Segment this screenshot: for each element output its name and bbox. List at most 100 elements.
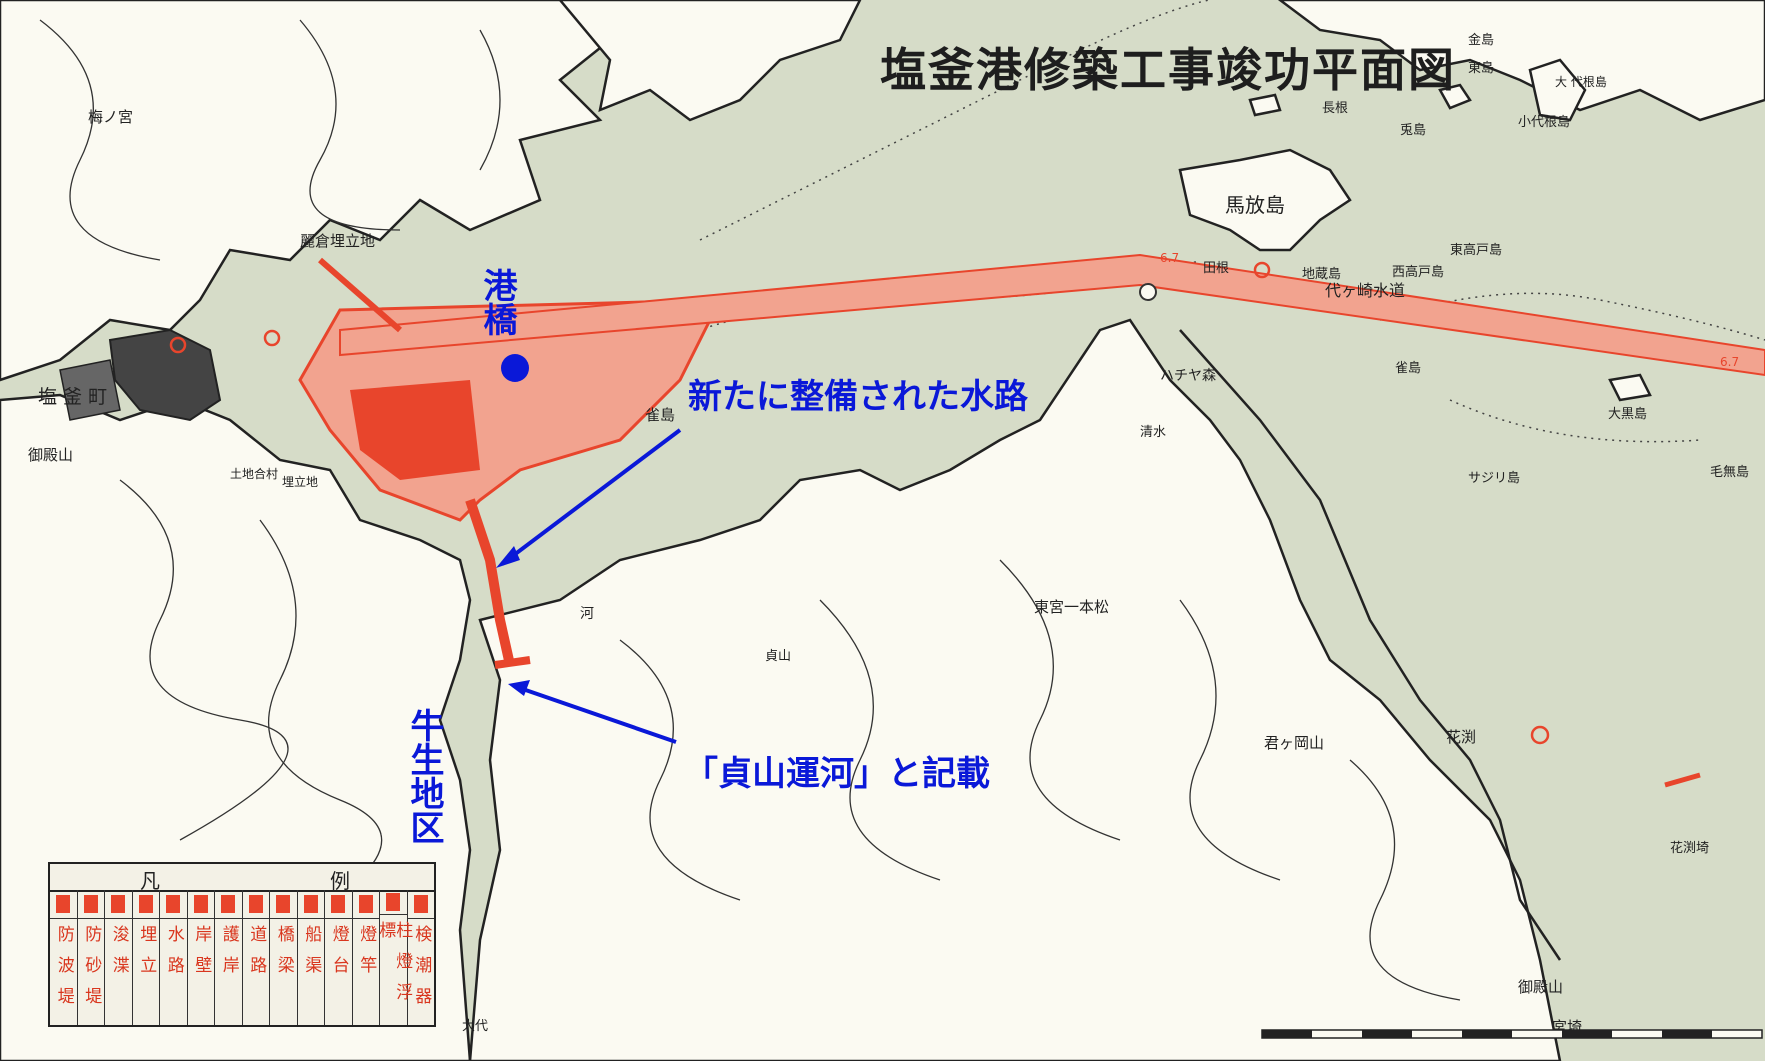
arrow-new-waterway — [500, 428, 682, 566]
label-hanabuchizaki: 花渕埼 — [1670, 840, 1709, 856]
label-umetate: 埋立地 — [282, 474, 318, 489]
light-pole — [1253, 261, 1271, 279]
legend-item: 防波堤 — [50, 890, 78, 1025]
legend-swatch — [83, 895, 98, 913]
railway — [1179, 329, 1562, 961]
reclamation-block — [350, 380, 480, 480]
legend-symbol — [215, 890, 242, 919]
legend-swatch — [358, 895, 373, 913]
breakwater — [318, 257, 402, 333]
label-sazarijima: サジリ島 — [1468, 471, 1520, 486]
legend-symbol — [160, 890, 187, 919]
legend-item: 道路 — [242, 890, 270, 1025]
legend-symbol — [242, 890, 269, 919]
arrow-teizan-canal-head — [508, 680, 530, 696]
legend-item: 燈竿 — [352, 890, 380, 1025]
legend-item: 柱燈浮標 — [375, 890, 412, 1025]
label-usagijima: 兎島 — [1400, 123, 1426, 138]
island-small-3 — [1248, 93, 1282, 117]
label-gotenyama-west: 御殿山 — [28, 446, 73, 464]
legend-item: 船渠 — [297, 890, 325, 1025]
label-tane: 田根 — [1203, 261, 1229, 276]
label-hachiyamori: ハチヤ森 — [1160, 368, 1216, 384]
label-kemushi: 毛無島 — [1710, 465, 1749, 480]
label-tochigomu: 土地合村 — [230, 466, 278, 481]
legend-item: 検潮器 — [407, 890, 434, 1025]
label-okunejima: 大 代根島 — [1555, 74, 1607, 89]
breakwater-east — [1664, 772, 1701, 788]
legend-header-left: 凡 — [140, 869, 160, 893]
island-small-2 — [1608, 373, 1652, 402]
label-hanabuchi: 花渕 — [1446, 728, 1476, 746]
island-mahanashijima — [1178, 148, 1352, 252]
legend-item: 防砂堤 — [77, 890, 105, 1025]
annotation-ushio-district: 牛生地区 — [404, 708, 444, 844]
legend-symbol — [132, 890, 159, 919]
construction-works — [169, 253, 1765, 788]
legend-item: 燈台 — [325, 890, 353, 1025]
lighthouse-2 — [263, 329, 281, 347]
legend-label: 橋梁 — [273, 925, 294, 987]
label-naganen: 長根 — [1322, 101, 1348, 116]
arrow-teizan-canal — [513, 684, 677, 744]
legend-swatch — [138, 895, 153, 913]
land-south-center — [468, 318, 1562, 1061]
channel-67 — [339, 253, 1765, 377]
legend-symbol — [77, 890, 104, 919]
buoy-1 — [1139, 283, 1157, 301]
legend-label: 道路 — [246, 925, 267, 987]
legend-item: 水路 — [160, 890, 188, 1025]
island-small-1 — [1438, 83, 1472, 110]
label-sadayama: 貞山 — [765, 649, 791, 664]
contour-lines — [39, 19, 1461, 1001]
legend-header-right: 例 — [330, 869, 350, 893]
label-umenomiya: 梅ノ宮 — [88, 108, 133, 126]
legend-label: 水路 — [163, 925, 184, 987]
legend-label: 船渠 — [301, 925, 322, 987]
legend-symbol — [187, 890, 214, 919]
new-waterway-red — [465, 498, 515, 667]
legend-label: 埋立 — [136, 925, 157, 987]
legend-symbol — [352, 890, 379, 919]
annotation-teizan-canal: 「貞山運河」と記載 — [684, 754, 990, 794]
tide-gauge — [1530, 725, 1550, 745]
legend-symbol — [50, 890, 77, 919]
legend-swatch — [248, 895, 263, 913]
legend-label: 浚渫 — [108, 925, 129, 987]
legend-symbol — [325, 890, 352, 919]
label-channel-depth-1: 6.7 — [1160, 251, 1179, 265]
legend-item: 浚渫 — [105, 890, 133, 1025]
legend-swatch — [413, 895, 428, 913]
legend-swatch — [166, 895, 181, 913]
legend-label: 燈台 — [328, 925, 349, 987]
legend-label: 柱燈浮標 — [375, 920, 413, 1014]
label-shimizu: 清水 — [1140, 425, 1166, 440]
legend-swatch — [331, 895, 346, 913]
label-channel-depth-2: 6.7 — [1720, 355, 1739, 369]
label-kuratsumi: 麗倉埋立地 — [300, 232, 375, 250]
legend-label: 燈竿 — [356, 925, 377, 987]
label-higashitakado: 東高戸島 — [1450, 242, 1502, 258]
legend-swatch — [111, 895, 126, 913]
annotation-new-waterway: 新たに整備された水路 — [688, 377, 1029, 417]
label-komonejima: 小代根島 — [1518, 115, 1570, 130]
label-taishiro: 大代 — [462, 1019, 488, 1034]
legend-symbol — [270, 890, 297, 919]
legend-swatch — [276, 895, 291, 913]
label-kawa: 河 — [580, 606, 594, 622]
legend-swatch — [221, 895, 236, 913]
label-kaneshima: 金島 — [1468, 32, 1494, 48]
label-higashijima: 東島 — [1468, 60, 1494, 76]
label-gotenyama-east: 御殿山 — [1518, 978, 1563, 996]
legend-item: 岸壁 — [187, 890, 215, 1025]
island-okunejima — [1528, 58, 1587, 122]
label-nishitakado: 西高戸島 — [1392, 264, 1444, 280]
legend-columns: 防波堤防砂堤浚渫埋立水路岸壁護岸道路橋梁船渠燈台燈竿柱燈浮標検潮器 — [50, 890, 434, 1025]
shiogama-town-area — [59, 328, 222, 422]
arrow-new-waterway-head — [496, 546, 520, 568]
legend-item: 橋梁 — [270, 890, 298, 1025]
legend-header: 凡 例 — [50, 864, 434, 893]
legend-label: 防波堤 — [53, 925, 74, 1018]
legend-swatch — [193, 895, 208, 913]
legend-item: 埋立 — [132, 890, 160, 1025]
